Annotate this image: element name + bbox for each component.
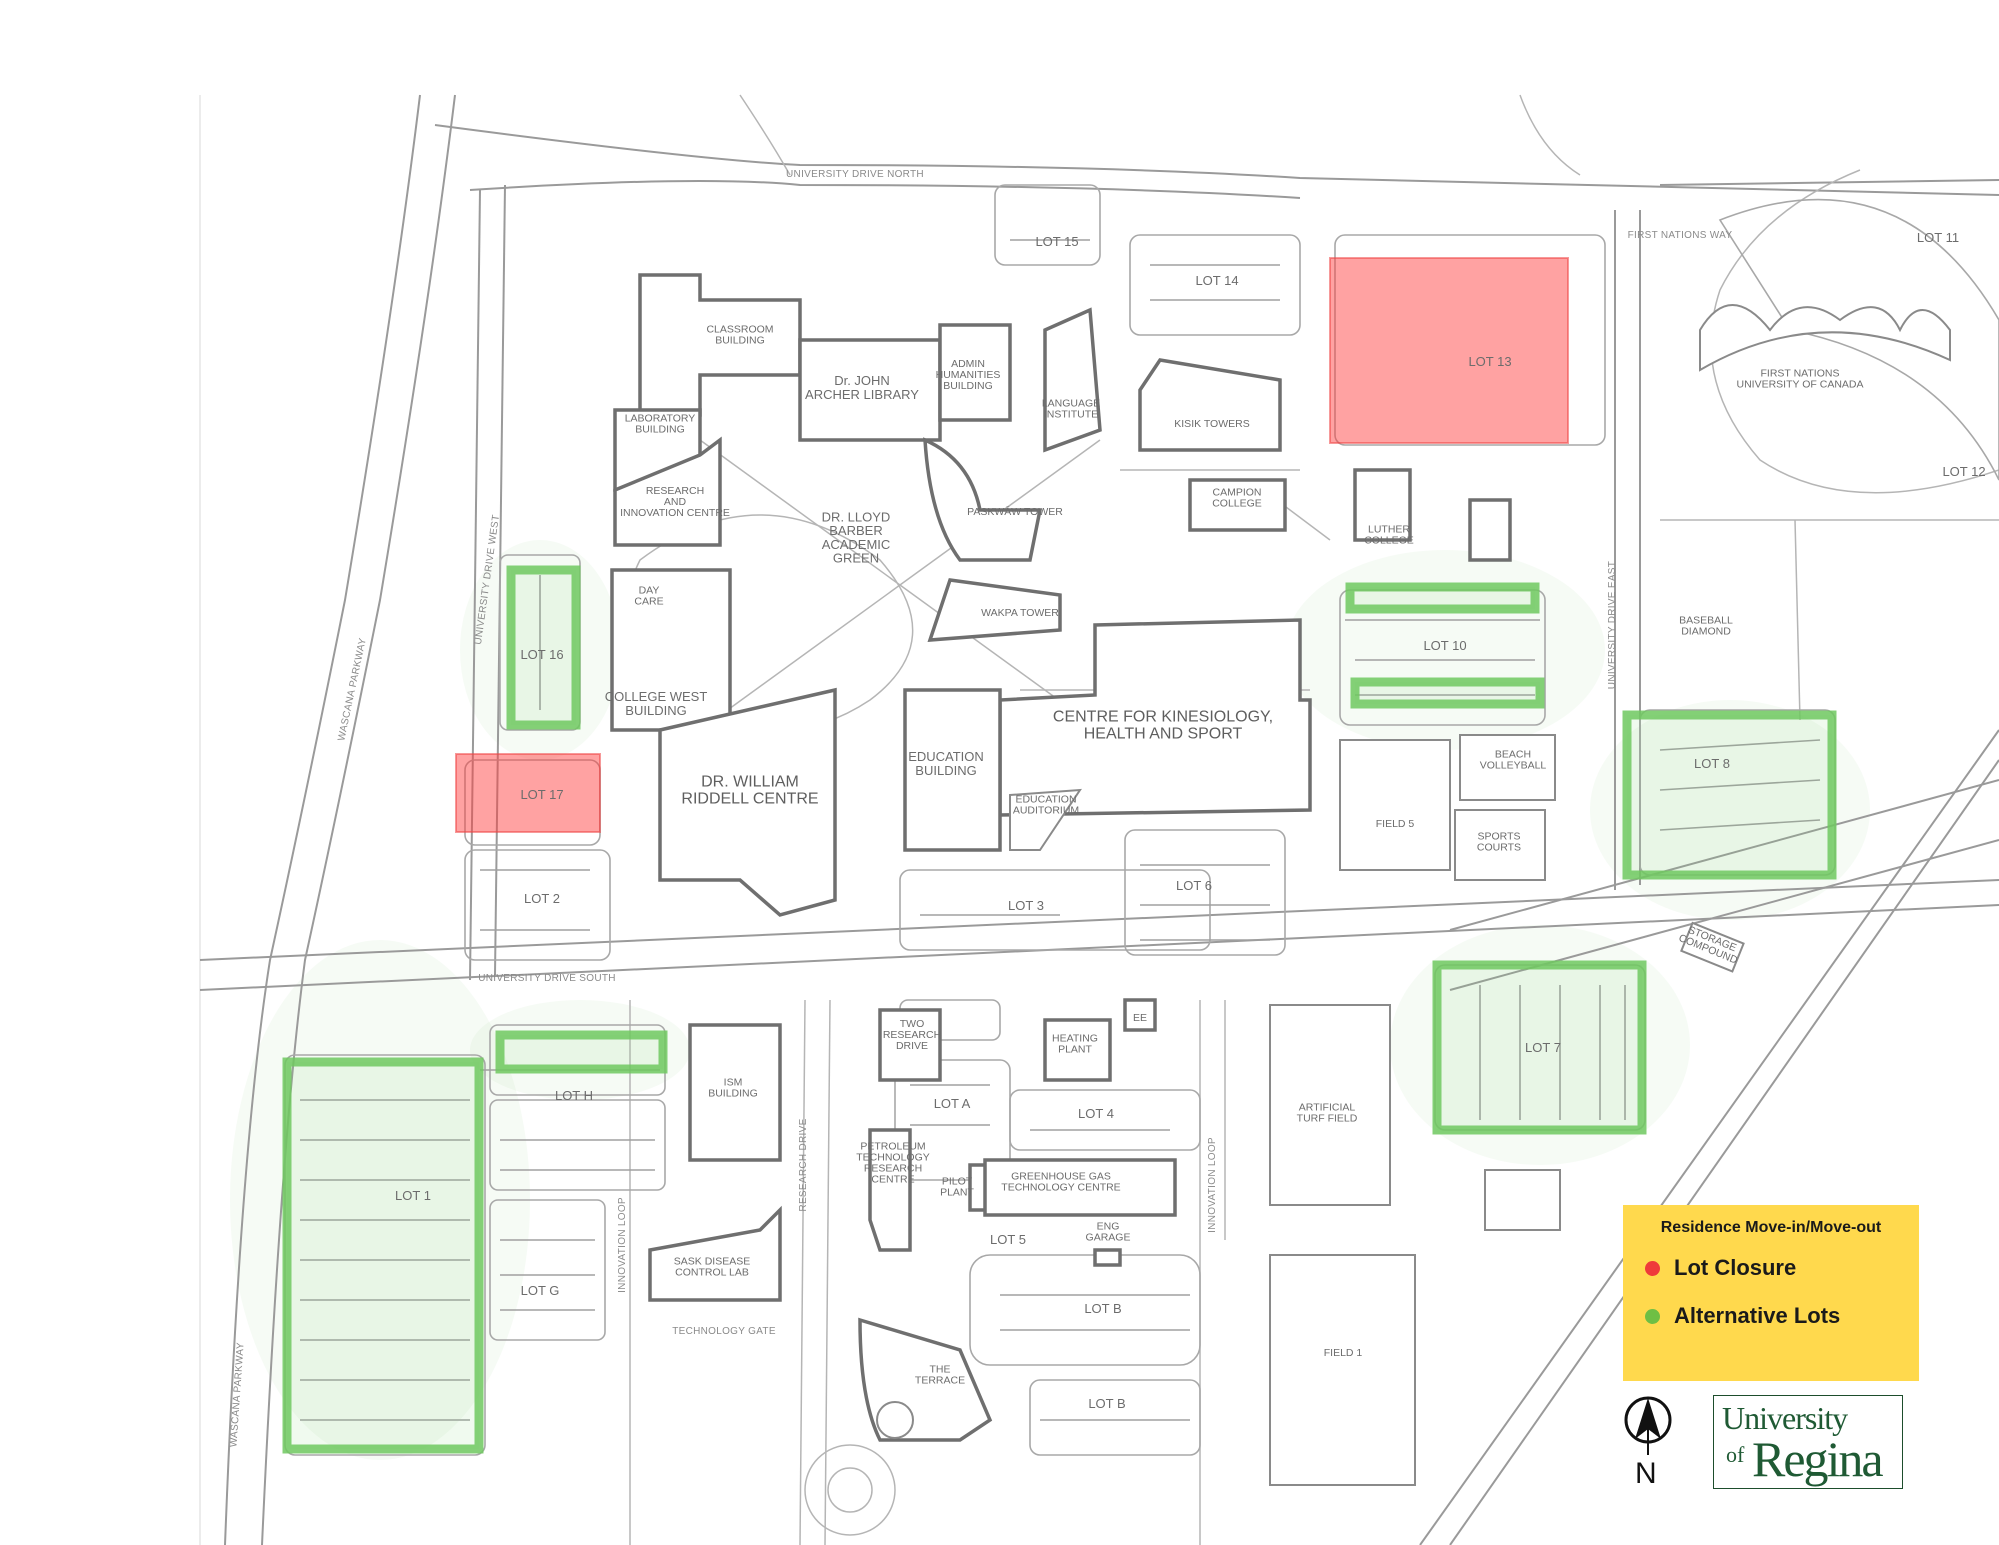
lot-label-17: LOT 17: [520, 787, 563, 802]
street-innovation-1: INNOVATION LOOP: [617, 1197, 628, 1293]
street-first-nations-way: FIRST NATIONS WAY: [1628, 230, 1733, 241]
lot-label-12: LOT 12: [1942, 464, 1985, 479]
lot-1-alt: [282, 1057, 484, 1454]
lot-label-15: LOT 15: [1035, 234, 1078, 249]
north-letter: N: [1635, 1457, 1657, 1490]
lot-label-8: LOT 8: [1694, 756, 1730, 771]
north-arrow: N: [1623, 1395, 1683, 1495]
buildings: [610, 273, 1951, 1486]
lot-label-g: LOT G: [521, 1283, 560, 1298]
university-logo: University of Regina: [1713, 1395, 1903, 1489]
lot-16-alt: [506, 565, 581, 730]
logo-line2: Regina: [1752, 1431, 1884, 1487]
street-north: UNIVERSITY DRIVE NORTH: [786, 169, 924, 180]
lot-10-alt-bottom: [1350, 677, 1545, 709]
legend-item-alternative: Alternative Lots: [1645, 1303, 1901, 1329]
street-south: UNIVERSITY DRIVE SOUTH: [478, 973, 616, 984]
alternative-dot-icon: [1645, 1308, 1660, 1324]
lot-label-3: LOT 3: [1008, 898, 1044, 913]
roads: [199, 94, 1999, 1545]
lot-closures: [455, 257, 1569, 833]
lot-labels: LOT 15 LOT 14 LOT 13 LOT 11 LOT 12 LOT 1…: [395, 230, 1986, 1411]
lot-8-alt: [1622, 710, 1837, 880]
alternative-lots: [282, 565, 1837, 1454]
lot-label-a: LOT A: [934, 1096, 971, 1111]
lot-label-1: LOT 1: [395, 1188, 431, 1203]
legend-item-closure: Lot Closure: [1645, 1255, 1901, 1281]
lot-label-13: LOT 13: [1468, 354, 1511, 369]
street-east: UNIVERSITY DRIVE EAST: [1607, 561, 1618, 689]
street-technology-gate: TECHNOLOGY GATE: [672, 1326, 776, 1337]
lot-label-7: LOT 7: [1525, 1040, 1561, 1055]
label-kisik: KISIK TOWERS: [1174, 418, 1249, 430]
legend-label-closure: Lot Closure: [1674, 1255, 1797, 1280]
lot-7-alt: [1432, 960, 1647, 1135]
label-paskwaw: PASKWĀW TOWER: [967, 506, 1063, 518]
lot-17-closure: [455, 753, 601, 833]
lot-label-h: LOT H: [555, 1088, 593, 1103]
legend-label-alternative: Alternative Lots: [1674, 1303, 1841, 1328]
lot-label-6: LOT 6: [1176, 878, 1212, 893]
closure-dot-icon: [1645, 1260, 1660, 1276]
street-innovation-2: INNOVATION LOOP: [1207, 1137, 1218, 1233]
legend-title: Residence Move-in/Move-out: [1660, 1219, 1882, 1236]
logo-of: of: [1726, 1442, 1745, 1467]
lot-label-5: LOT 5: [990, 1232, 1026, 1247]
lot-10-alt-top: [1345, 582, 1540, 614]
lot-13-closure: [1329, 257, 1569, 444]
street-research-drive: RESEARCH DRIVE: [798, 1118, 809, 1211]
logo-line1: University: [1722, 1400, 1848, 1436]
label-ee: EE: [1133, 1012, 1147, 1024]
lot-label-11: LOT 11: [1917, 230, 1959, 245]
lot-label-b1: LOT B: [1084, 1301, 1121, 1316]
lot-label-14: LOT 14: [1195, 273, 1238, 288]
lot-label-4: LOT 4: [1078, 1106, 1114, 1121]
label-field5: FIELD 5: [1376, 818, 1415, 830]
lot-label-2: LOT 2: [524, 891, 560, 906]
lot-h-alt: [495, 1030, 668, 1074]
label-field1: FIELD 1: [1324, 1347, 1363, 1359]
lot-label-b2: LOT B: [1088, 1396, 1125, 1411]
lot-label-10: LOT 10: [1423, 638, 1466, 653]
label-kinesiology: CENTRE FOR KINESIOLOGY,HEALTH AND SPORT: [1053, 709, 1273, 743]
legend: Residence Move-in/Move-out Lot Closure A…: [1623, 1205, 1919, 1381]
north-arrow-icon: [1624, 1396, 1672, 1455]
label-wakpa: WAKPA TOWER: [981, 607, 1059, 619]
lot-label-16: LOT 16: [520, 647, 563, 662]
